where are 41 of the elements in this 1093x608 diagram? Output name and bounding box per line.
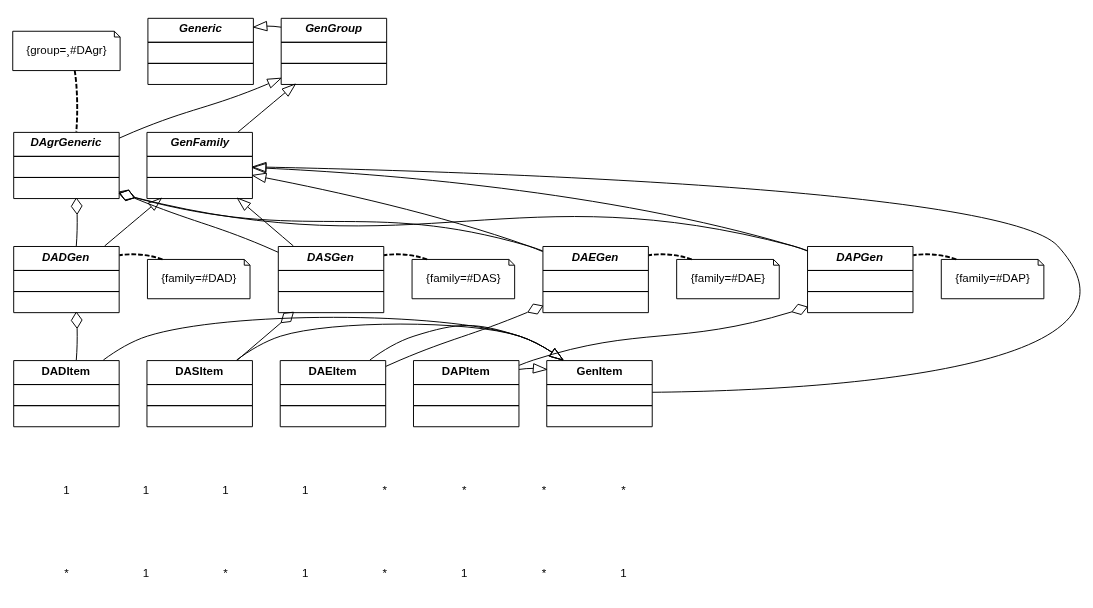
label: * bbox=[621, 483, 626, 496]
connector bbox=[118, 252, 164, 260]
arrow bbox=[236, 197, 294, 246]
label: * bbox=[382, 566, 387, 579]
label: 1 bbox=[301, 483, 309, 496]
arrow bbox=[252, 172, 544, 252]
label: * bbox=[64, 566, 69, 579]
connector bbox=[385, 303, 544, 367]
arrow bbox=[253, 20, 282, 31]
connector bbox=[73, 69, 79, 133]
label: * bbox=[223, 566, 228, 579]
connector bbox=[118, 189, 279, 253]
connector bbox=[118, 189, 544, 251]
arrow bbox=[369, 324, 564, 361]
connector bbox=[383, 252, 429, 260]
connector bbox=[518, 303, 808, 366]
arrow bbox=[102, 316, 564, 361]
arrow bbox=[251, 162, 808, 251]
arrow bbox=[518, 362, 548, 374]
connector bbox=[912, 252, 958, 260]
label: 1 bbox=[301, 566, 309, 579]
arrow bbox=[118, 77, 282, 139]
label: 1 bbox=[620, 566, 627, 579]
label: * bbox=[541, 566, 547, 579]
label: 1 bbox=[142, 566, 150, 579]
connector bbox=[70, 197, 83, 246]
arrow bbox=[237, 83, 296, 132]
connector bbox=[647, 252, 693, 260]
connector bbox=[236, 311, 294, 361]
connector bbox=[70, 311, 83, 361]
arrow bbox=[252, 161, 1079, 393]
label: 1 bbox=[63, 483, 70, 496]
label: 1 bbox=[142, 483, 150, 496]
arrow bbox=[104, 197, 162, 246]
label: * bbox=[382, 483, 387, 496]
label: 1 bbox=[222, 483, 229, 496]
label: 1 bbox=[461, 566, 468, 579]
label: * bbox=[462, 483, 467, 496]
arrow bbox=[236, 323, 564, 361]
connector bbox=[118, 189, 808, 251]
label: * bbox=[541, 483, 547, 496]
